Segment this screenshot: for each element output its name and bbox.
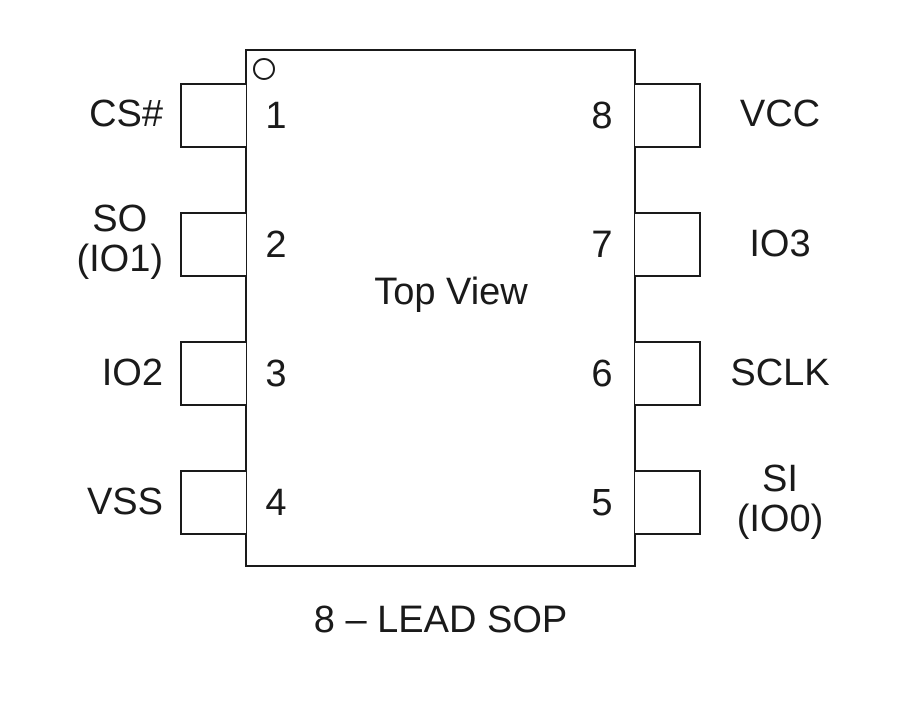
pin-label-8: VCC <box>724 94 836 134</box>
lead-pin-4 <box>180 470 246 535</box>
pin-label-7-line-1: IO3 <box>749 223 811 265</box>
pin-number-4: 4 <box>265 482 287 524</box>
pin-number-1: 1 <box>265 95 287 137</box>
lead-pin-1 <box>180 83 246 148</box>
pin-number-6: 6 <box>591 353 613 395</box>
lead-pin-6 <box>635 341 701 406</box>
pin-label-1-line-1: CS# <box>89 93 163 135</box>
pin-number-7: 7 <box>591 224 613 266</box>
pin-label-1: CS# <box>89 94 163 134</box>
pin-label-3: IO2 <box>102 353 163 393</box>
pin-label-5: SI (IO0) <box>724 459 836 539</box>
pin-label-2-line-1: SO <box>92 198 148 240</box>
pin-number-3: 3 <box>265 353 287 395</box>
pin-label-3-line-1: IO2 <box>101 352 163 394</box>
top-view-label: Top View <box>374 271 528 313</box>
lead-pin-7 <box>635 212 701 277</box>
pin-label-5-line-1: SI <box>762 458 798 500</box>
pin-label-8-line-1: VCC <box>739 93 821 135</box>
pin-label-5-line-2: (IO0) <box>736 498 824 540</box>
pin-number-8: 8 <box>591 95 613 137</box>
pin-label-2: SO (IO1) <box>76 199 163 279</box>
pin-label-4-line-1: VSS <box>86 481 163 523</box>
chip-body <box>245 49 636 567</box>
pin-label-4: VSS <box>87 482 163 522</box>
lead-pin-3 <box>180 341 246 406</box>
pin1-indicator-circle <box>253 58 275 80</box>
lead-pin-8 <box>635 83 701 148</box>
pin-number-2: 2 <box>265 224 287 266</box>
pin-number-5: 5 <box>591 482 613 524</box>
lead-pin-2 <box>180 212 246 277</box>
pin-label-6: SCLK <box>724 353 836 393</box>
pin-label-2-line-2: (IO1) <box>76 238 163 280</box>
lead-pin-5 <box>635 470 701 535</box>
pin-label-7: IO3 <box>724 224 836 264</box>
pin-label-6-line-1: SCLK <box>730 352 830 394</box>
package-label: 8 – LEAD SOP <box>313 599 568 641</box>
